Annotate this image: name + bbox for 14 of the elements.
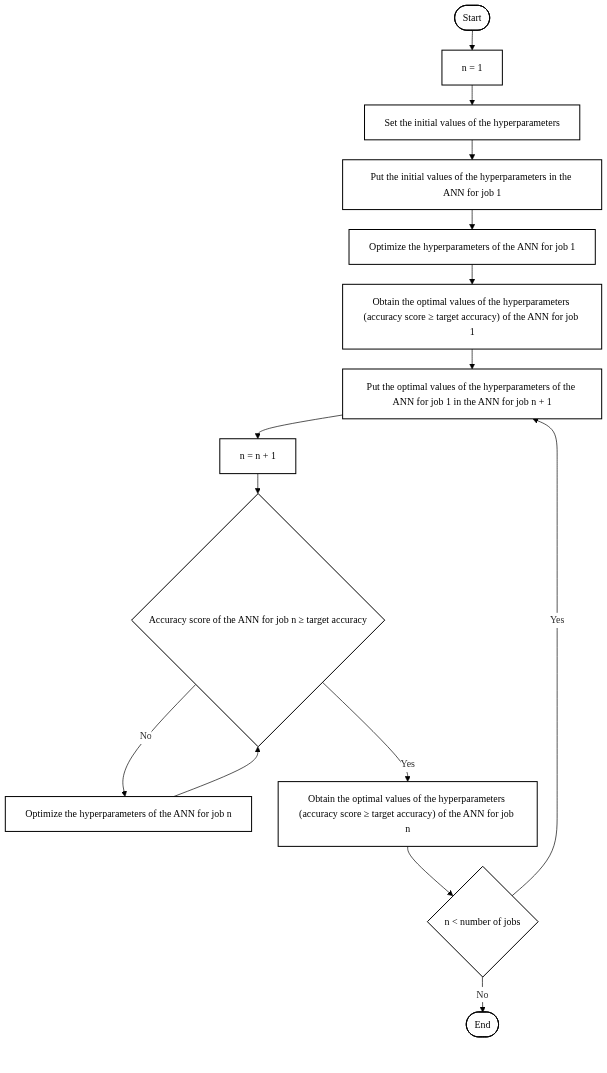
node-box: Obtain the optimal values of the hyperparameters (accuracy score ≥ target accuracy) of the ANN for job 1 bbox=[342, 283, 603, 350]
node-box: Obtain the optimal values of the hyperparameters (accuracy score ≥ target accuracy) of the ANN for job n bbox=[277, 781, 538, 847]
node-box: Put the initial values of the hyperparameters in the ANN for job 1 bbox=[342, 159, 603, 211]
edge-label: No bbox=[476, 989, 489, 1000]
edge-label: No bbox=[139, 730, 152, 742]
edge-label: Yes bbox=[400, 758, 415, 770]
node-diamond: n < number of jobs bbox=[426, 865, 539, 978]
node-box: Set the initial values of the hyperparameters bbox=[364, 104, 581, 141]
node-box: Optimize the hyperparameters of the ANN for job 1 bbox=[348, 229, 596, 265]
node-box: n = 1 bbox=[441, 49, 503, 86]
edge-label: Yes bbox=[549, 614, 565, 626]
node-box: Optimize the hyperparameters of the ANN for job n bbox=[4, 796, 253, 832]
node-box: n = n + 1 bbox=[219, 438, 297, 475]
node-box: Put the optimal values of the hyperparameters of the ANN for job 1 in the ANN for job n + 1 bbox=[342, 368, 603, 420]
